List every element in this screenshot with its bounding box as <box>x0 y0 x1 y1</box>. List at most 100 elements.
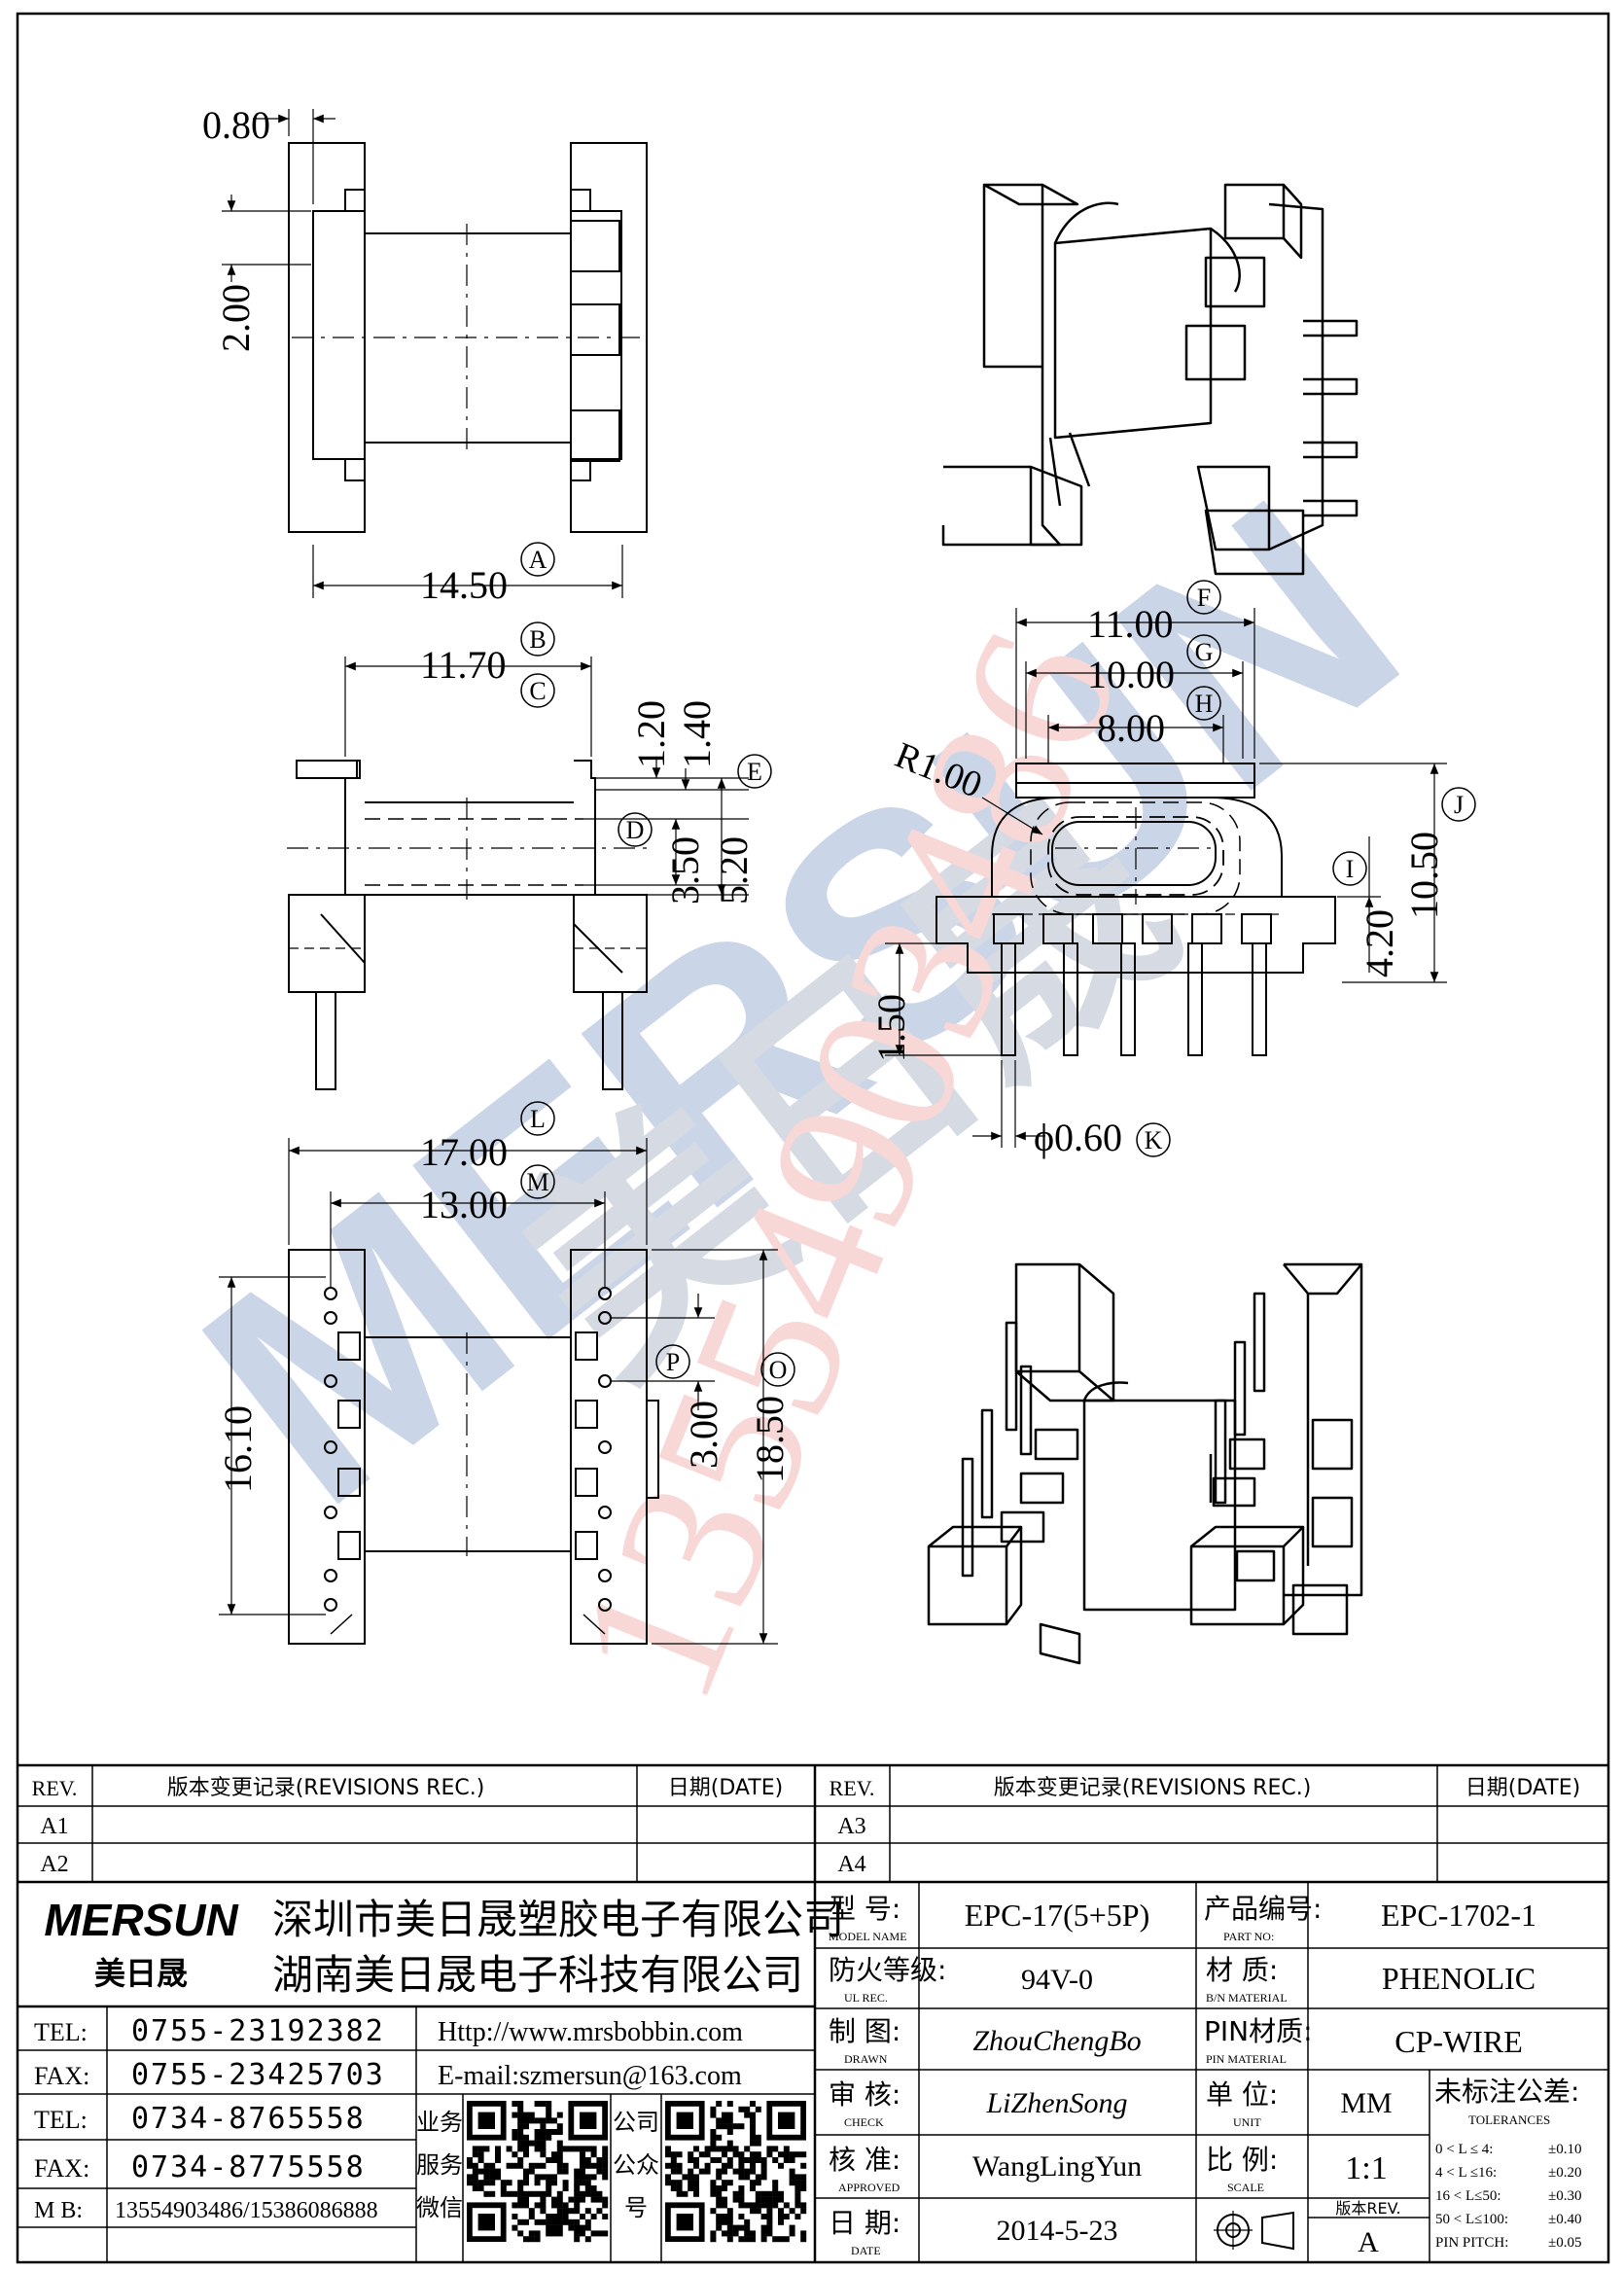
material-value: PHENOLIC <box>1382 1961 1536 1996</box>
pinmat-label-en: PIN MATERIAL <box>1206 2052 1287 2066</box>
svg-text:I: I <box>1346 855 1355 883</box>
tag-c: C <box>520 673 555 708</box>
rev-right-head-rev: REV. <box>830 1776 875 1800</box>
company-name-2: 湖南美日晟电子科技有限公司 <box>272 1951 803 1999</box>
tolerance-title: 未标注公差: <box>1434 2076 1579 2108</box>
tolerance-value: ±0.30 <box>1548 2188 1581 2204</box>
dim-wall: 0.80 <box>202 103 270 147</box>
pinmat-label: PIN材质: <box>1204 2015 1313 2047</box>
dim-o: 18.50 <box>748 1396 792 1483</box>
tag-e: E <box>737 754 772 789</box>
dim-m: 13.00 <box>420 1183 508 1226</box>
svg-text:A: A <box>529 546 547 574</box>
fax2-value: 0734-8775558 <box>131 2150 366 2184</box>
svg-text:业务服务微信: 业务服务微信 <box>416 2109 463 2221</box>
mb-value: 13554903486/15386086888 <box>115 2198 378 2223</box>
email: E-mail:szmersun@163.com <box>438 2061 742 2091</box>
approved-value: WangLingYun <box>972 2150 1142 2183</box>
unit-label: 单 位: <box>1206 2078 1278 2111</box>
scale-label-en: SCALE <box>1227 2181 1264 2194</box>
rev-right-head-date: 日期(DATE) <box>1465 1776 1580 1800</box>
svg-text:F: F <box>1197 584 1211 612</box>
fax1-value: 0755-23425703 <box>131 2058 385 2092</box>
dim-b: 11.70 <box>420 643 507 687</box>
svg-text:H: H <box>1195 690 1214 718</box>
dim-n: 16.10 <box>216 1405 260 1493</box>
dim-h: 8.00 <box>1097 706 1165 750</box>
material-label-en: B/N MATERIAL <box>1206 1991 1288 2005</box>
tolerance-range: 50 < L≤100: <box>1435 2212 1508 2227</box>
dim-i: 4.20 <box>1358 909 1401 977</box>
model-label: 型 号: <box>829 1893 900 1925</box>
svg-text:K: K <box>1145 1126 1163 1154</box>
svg-text:公司公众号: 公司公众号 <box>613 2109 659 2221</box>
tag-a: A <box>520 542 555 577</box>
svg-text:P: P <box>666 1348 680 1376</box>
date-value: 2014-5-23 <box>997 2215 1118 2247</box>
svg-text:J: J <box>1454 791 1464 819</box>
top-view <box>222 109 648 598</box>
drawn-label: 制 图: <box>829 2015 900 2047</box>
tolerance-value: ±0.05 <box>1548 2235 1581 2251</box>
pin-dia: ϕ0.60 <box>1034 1116 1122 1159</box>
unit-label-en: UNIT <box>1233 2115 1261 2129</box>
scale-label: 比 例: <box>1206 2144 1278 2176</box>
rev-right-head-rec: 版本变更记录(REVISIONS REC.) <box>994 1776 1312 1800</box>
tag-m: M <box>520 1164 555 1199</box>
material-label: 材 质: <box>1206 1954 1278 1986</box>
company-logo-cn: 美日晟 <box>94 1955 188 1992</box>
svg-text:O: O <box>769 1356 788 1384</box>
svg-text:B: B <box>529 625 546 654</box>
tolerance-range: 0 < L ≤ 4: <box>1435 2142 1493 2157</box>
svg-text:D: D <box>626 816 645 844</box>
check-label-en: CHECK <box>844 2115 884 2129</box>
tolerance-range: 16 < L≤50: <box>1435 2188 1501 2204</box>
tag-p: P <box>655 1344 690 1379</box>
qr-code-wechat <box>467 2101 609 2243</box>
company-name-1: 深圳市美日晟塑胶电子有限公司 <box>272 1896 844 1943</box>
date-label-en: DATE <box>851 2244 881 2257</box>
dim-120: 1.20 <box>629 700 673 768</box>
drawn-value: ZhouChengBo <box>972 2025 1141 2057</box>
date-label: 日 期: <box>829 2207 900 2239</box>
sheet-border <box>16 12 1610 2264</box>
qr2-label: 公司公众号 <box>613 2109 659 2221</box>
part-value: EPC-1702-1 <box>1381 1898 1536 1933</box>
dim-g: 10.00 <box>1087 653 1175 696</box>
dim-p: 3.00 <box>682 1401 725 1469</box>
tolerance-range: 4 < L ≤16: <box>1435 2165 1497 2181</box>
check-value: LiZhenSong <box>985 2087 1127 2119</box>
tag-g: G <box>1186 634 1221 669</box>
pinmat-value: CP-WIRE <box>1395 2024 1523 2059</box>
dim-l: 17.00 <box>420 1130 508 1174</box>
tag-f: F <box>1186 580 1221 615</box>
tel1-label: TEL: <box>34 2018 88 2046</box>
tag-o: O <box>760 1352 795 1387</box>
tel2-label: TEL: <box>34 2106 88 2134</box>
svg-text:G: G <box>1195 638 1214 666</box>
drawn-label-en: DRAWN <box>844 2052 888 2066</box>
rev-left-head-date: 日期(DATE) <box>668 1776 783 1800</box>
iso-view-bottom <box>927 1262 1363 1665</box>
model-value: EPC-17(5+5P) <box>965 1898 1150 1933</box>
check-label: 审 核: <box>829 2078 900 2111</box>
tag-i: I <box>1332 851 1367 886</box>
qr-code-public <box>665 2101 807 2243</box>
tag-j: J <box>1441 787 1476 822</box>
tag-k: K <box>1136 1122 1171 1157</box>
dim-f: 11.00 <box>1087 602 1174 646</box>
dim-j: 10.50 <box>1402 832 1446 919</box>
bottom-view <box>219 1138 778 1645</box>
fax1-label: FAX: <box>34 2062 89 2090</box>
tolerance-value: ±0.20 <box>1548 2165 1581 2181</box>
approved-label: 核 准: <box>829 2144 900 2176</box>
iso-view-top <box>941 183 1359 576</box>
svg-text:L: L <box>530 1105 546 1133</box>
rev-right-row-a3: A3 <box>837 1814 865 1839</box>
projection-symbol-icon <box>1214 2211 1294 2251</box>
website: Http://www.mrsbobbin.com <box>438 2017 743 2047</box>
tag-b: B <box>520 621 555 657</box>
rev-left-row-a1: A1 <box>40 1814 68 1839</box>
